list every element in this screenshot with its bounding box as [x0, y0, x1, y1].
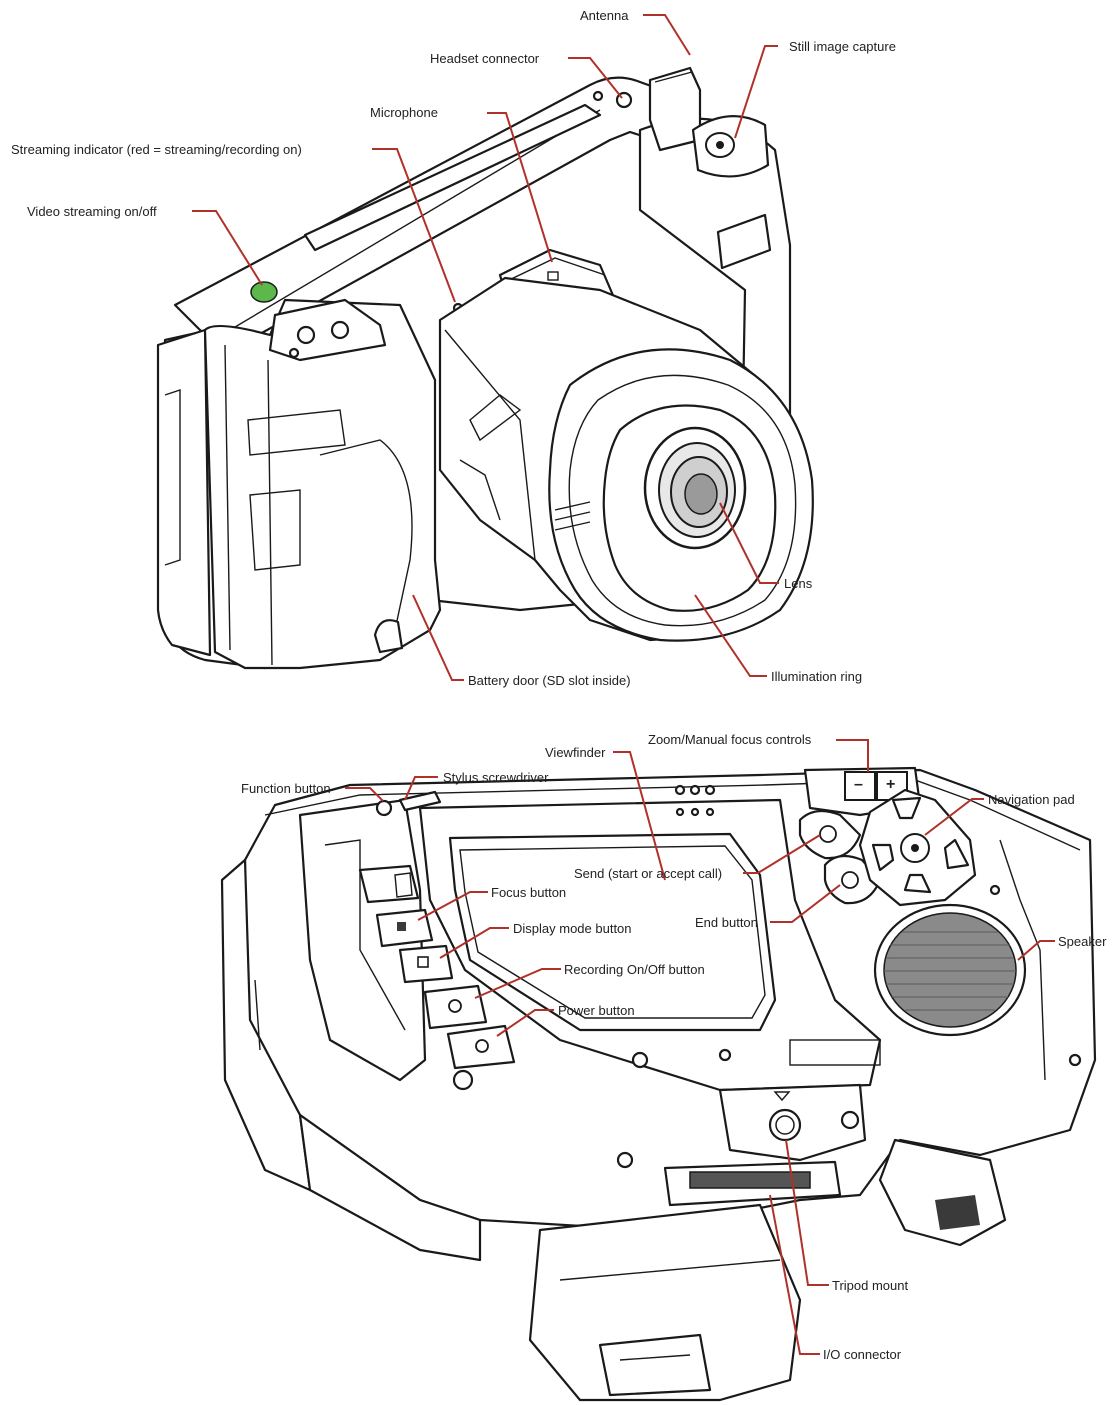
stylus-slot — [398, 790, 442, 812]
label-antenna: Antenna — [580, 8, 629, 23]
label-speaker: Speaker — [1058, 934, 1107, 949]
zoom-out-button — [844, 771, 876, 801]
leader-lines — [192, 14, 1055, 1355]
label-focus-button: Focus button — [491, 885, 567, 900]
zoom-out-glyph: – — [854, 776, 863, 793]
label-viewfinder: Viewfinder — [545, 745, 606, 760]
front-camera — [156, 66, 814, 670]
antenna — [648, 66, 702, 152]
label-recording: Recording On/Off button — [564, 962, 705, 977]
label-navigation-pad: Navigation pad — [988, 792, 1075, 807]
zoom-in-glyph: + — [886, 776, 896, 793]
label-illumination-ring: Illumination ring — [771, 669, 863, 684]
label-battery-door: Battery door (SD slot inside) — [468, 673, 631, 688]
front-grip-left — [156, 328, 212, 657]
label-lens: Lens — [784, 576, 813, 591]
rear-handle — [528, 1203, 802, 1402]
streaming-led — [250, 281, 278, 303]
function-button — [358, 864, 420, 904]
label-io-connector: I/O connector — [823, 1347, 902, 1362]
label-power: Power button — [558, 1003, 635, 1018]
label-stylus-screwdriver: Stylus screwdriver — [443, 770, 549, 785]
label-streaming-indicator: Streaming indicator (red = streaming/rec… — [11, 142, 302, 157]
label-function-button: Function button — [241, 781, 331, 796]
viewfinder-screen — [448, 832, 777, 1032]
label-send: Send (start or accept call) — [574, 866, 723, 881]
label-zoom-focus: Zoom/Manual focus controls — [648, 732, 812, 747]
label-still-image-capture: Still image capture — [789, 39, 896, 54]
label-tripod: Tripod mount — [832, 1278, 909, 1293]
label-video-streaming: Video streaming on/off — [27, 204, 157, 219]
label-microphone: Microphone — [370, 105, 438, 120]
label-headset-connector: Headset connector — [430, 51, 540, 66]
rear-camera — [220, 766, 1097, 1402]
label-end-button: End button — [695, 915, 758, 930]
label-display-mode: Display mode button — [513, 921, 632, 936]
